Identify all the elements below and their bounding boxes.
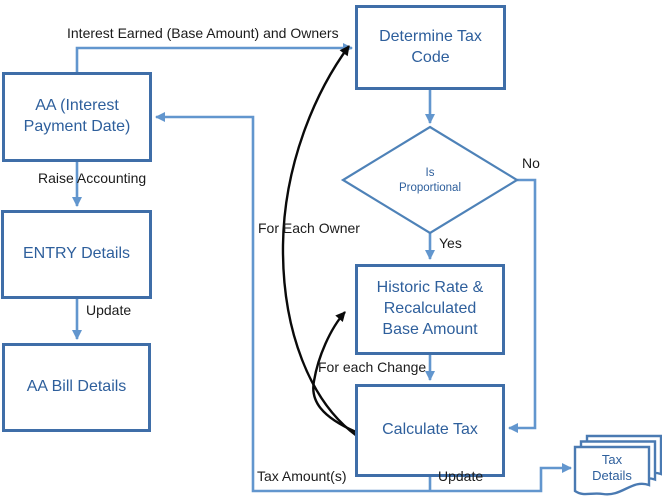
node-label: Historic Rate & Recalculated Base Amount <box>376 279 484 338</box>
label-update-left: Update <box>86 302 132 318</box>
node-label: AA Bill Details <box>26 378 127 396</box>
node-aa-bill-details: AA Bill Details <box>2 343 151 432</box>
edge-loop-for-each-owner <box>281 45 358 437</box>
node-label: ENTRY Details <box>23 245 130 263</box>
node-label: AA (Interest Payment Date) <box>23 97 131 135</box>
decision-is-proportional: Is Proportional <box>398 167 461 194</box>
label-raise-accounting: Raise Accounting <box>38 170 147 186</box>
label-tax-amounts: Tax Amount(s) <box>257 468 347 484</box>
node-calculate-tax: Calculate Tax <box>355 384 505 477</box>
node-aa-interest-payment-date: AA (Interest Payment Date) <box>2 72 152 162</box>
node-tax-details: Tax Details <box>592 452 632 484</box>
node-entry-details: ENTRY Details <box>1 210 152 299</box>
edge-loop-for-each-change <box>312 311 357 434</box>
label-no: No <box>522 155 540 171</box>
edge-decision-no-to-calculate <box>508 178 537 433</box>
document-page-front <box>573 445 651 496</box>
label-for-each-owner: For Each Owner <box>258 220 360 236</box>
edge-taxamounts-to-aa <box>155 112 430 493</box>
decision-diamond-shape <box>340 125 520 235</box>
node-determine-tax-code: Determine Tax Code <box>355 5 506 90</box>
label-update-bottom: Update <box>438 468 484 484</box>
node-label: Determine Tax Code <box>379 27 482 66</box>
edge-aa-to-determine <box>75 43 353 72</box>
tax-details-document-shape <box>573 434 662 496</box>
label-yes: Yes <box>439 235 462 251</box>
label-for-each-change: For each Change <box>318 359 427 375</box>
node-historic-rate: Historic Rate & Recalculated Base Amount <box>355 264 505 355</box>
node-label: Calculate Tax <box>382 421 478 439</box>
label-interest-earned: Interest Earned (Base Amount) and Owners <box>67 25 339 41</box>
edge-update-to-taxdetails <box>430 463 572 493</box>
